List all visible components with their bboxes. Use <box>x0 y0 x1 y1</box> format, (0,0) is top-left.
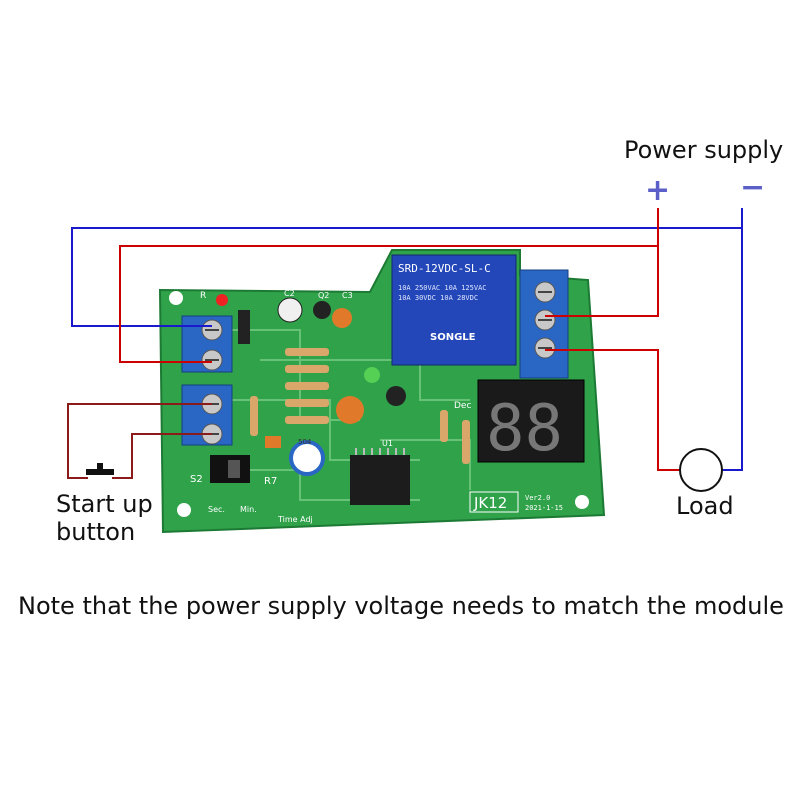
resistor <box>462 420 470 464</box>
positive-wire <box>119 245 659 363</box>
resistor <box>285 348 329 356</box>
relay-model-text: SRD-12VDC-SL-C <box>398 262 491 275</box>
relay-rating-text: 10A 30VDC 10A 28VDC <box>398 294 478 302</box>
board-silkscreen: JK12 Ver2.0 2021-1-15 S2 R7 Sec. Min. Ti… <box>190 289 563 524</box>
capacitor <box>265 436 281 448</box>
load-symbol <box>679 448 723 492</box>
transistor <box>313 301 331 319</box>
switch-s2-text: S2 <box>190 474 203 485</box>
capacitor <box>277 297 303 323</box>
resistor <box>285 416 329 424</box>
diode <box>238 310 250 344</box>
part-r-text: R <box>200 291 206 301</box>
button-wire-top <box>67 403 212 479</box>
resistor <box>285 399 329 407</box>
resistor <box>285 382 329 390</box>
pot-value-text: 504 <box>298 438 312 446</box>
ceramic-capacitor <box>336 396 364 424</box>
key-terminal-block <box>181 384 233 446</box>
negative-polarity-label: − <box>740 170 766 205</box>
led-green <box>364 367 380 383</box>
part-c2-text: C2 <box>284 289 295 298</box>
part-u1-text: U1 <box>382 439 393 448</box>
board-version-text: Ver2.0 <box>525 494 550 502</box>
relay: SRD-12VDC-SL-C 10A 250VAC 10A 125VAC 10A… <box>391 254 517 366</box>
load-label: Load <box>676 492 734 520</box>
switch-r7-text: R7 <box>264 476 277 487</box>
resistor <box>285 365 329 373</box>
power-terminal-block <box>181 315 233 373</box>
resistor <box>250 396 258 436</box>
note-text: Note that the power supply voltage needs… <box>18 592 784 620</box>
part-q2-text: Q2 <box>318 291 329 300</box>
board-model-text: JK12 <box>473 494 507 512</box>
mounting-hole <box>575 495 589 509</box>
load-wire <box>545 349 680 471</box>
time-adj-text: Time Adj <box>277 515 313 524</box>
min-text: Min. <box>240 505 257 514</box>
ceramic-capacitor <box>332 308 352 328</box>
wires <box>67 208 743 479</box>
relay-rating-text: 10A 250VAC 10A 125VAC <box>398 284 487 292</box>
start-up-button-label: Start up button <box>56 490 153 546</box>
board-date-text: 2021-1-15 <box>525 504 563 512</box>
part-dec-text: Dec <box>454 401 471 411</box>
relay-terminal-block <box>519 269 569 379</box>
button-wire-bottom <box>112 433 212 479</box>
mounting-hole <box>177 503 191 517</box>
transistor <box>386 386 406 406</box>
start-button-symbol[interactable] <box>86 463 114 475</box>
part-c3-text: C3 <box>342 291 353 300</box>
jumper-cap <box>228 460 240 478</box>
resistor <box>440 410 448 442</box>
positive-polarity-label: + <box>645 173 671 208</box>
potentiometer <box>289 440 325 476</box>
mounting-hole <box>169 291 183 305</box>
seven-segment-display: 88 <box>477 379 585 466</box>
power-supply-label: Power supply <box>624 136 784 164</box>
led-red <box>216 294 228 306</box>
relay-brand-text: SONGLE <box>430 332 476 343</box>
components <box>210 294 470 483</box>
negative-wire <box>71 227 743 471</box>
ic-chip <box>350 448 410 505</box>
display-digits: 88 <box>486 392 563 466</box>
sec-text: Sec. <box>208 505 225 514</box>
